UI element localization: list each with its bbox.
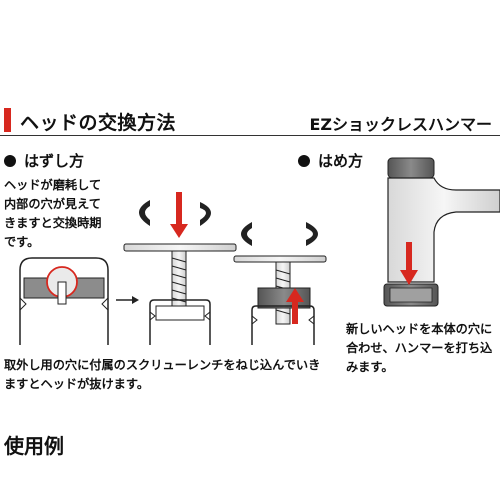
worn-head-figure	[19, 257, 109, 345]
section-header: ヘッドの交換方法 EZショックレスハンマー	[0, 105, 500, 136]
header-divider	[0, 135, 500, 136]
bullet-icon	[4, 155, 16, 167]
next-step-arrow-icon	[116, 296, 139, 304]
install-caption: 新しいヘッドを本体の穴に 合わせ、ハンマーを打ち込 みます。	[346, 322, 493, 374]
red-arrow-down-icon	[400, 242, 418, 285]
rotation-arrow-icon	[241, 222, 318, 246]
removal-caption: 取外し用の穴に付属のスクリューレンチをねじ込んでいき ますとヘッドが抜けます。	[4, 358, 321, 391]
install-title: はめ方	[318, 152, 364, 170]
product-name: EZショックレスハンマー	[309, 115, 492, 134]
install-heading: はめ方	[298, 150, 363, 171]
accent-bar	[4, 108, 11, 132]
wrench-insert-figure	[123, 243, 237, 345]
bullet-icon	[298, 155, 310, 167]
removal-note: ヘッドが磨耗して 内部の穴が見えて きますと交換時期 です。	[4, 178, 102, 249]
removal-title: はずし方	[24, 152, 85, 170]
removal-heading: はずし方	[4, 150, 84, 171]
red-arrow-down-icon	[170, 192, 188, 238]
rotation-arrow-icon	[139, 200, 211, 226]
head-replacement-illustration	[19, 157, 500, 345]
usage-example-title: 使用例	[4, 434, 64, 458]
section-title: ヘッドの交換方法	[20, 112, 177, 134]
red-arrow-up-icon	[286, 288, 304, 324]
hammer-install-figure	[383, 157, 500, 307]
head-extract-figure	[233, 255, 327, 345]
